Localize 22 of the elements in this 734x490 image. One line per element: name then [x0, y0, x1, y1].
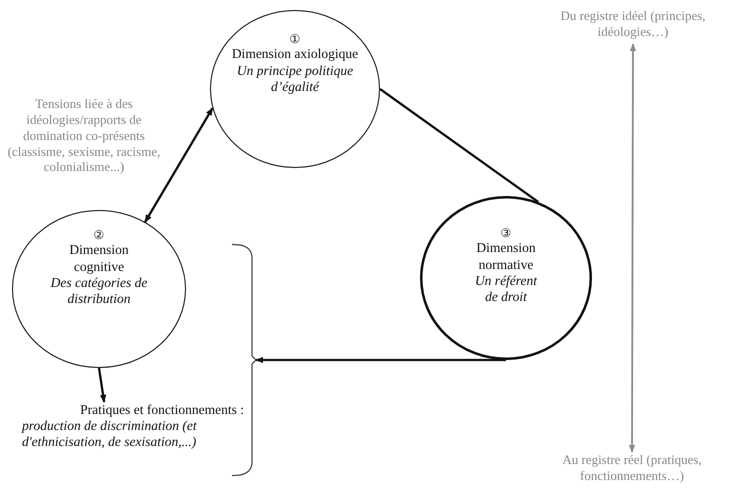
arrow — [628, 43, 636, 453]
arrow — [144, 107, 214, 223]
practice-title: Pratiques et fonctionnements : — [79, 402, 244, 418]
arrow — [98, 368, 106, 403]
dimension-title: Dimension cognitive — [68, 242, 130, 275]
register-label: Du registre idéel (principes, idéologies…) — [559, 8, 707, 40]
dimension-description: Un principe politique d’égalité — [236, 62, 354, 95]
register-label: Au registre réel (pratiques, fonctionnements…) — [561, 452, 703, 484]
dimension-title: Dimension normative — [475, 240, 537, 273]
arrow — [255, 356, 506, 364]
circle-number: ② — [92, 228, 106, 242]
practice-description: production de discrimination (et d'ethnicisation, de sexisation,...) — [22, 418, 198, 451]
dimension-title: Dimension axiologique — [230, 46, 360, 63]
dimension-description: Un référent de droit — [474, 272, 538, 306]
dimension-circle — [420, 196, 592, 360]
dimension-description: Des catégories de distribution — [50, 274, 148, 308]
dimension-circle — [210, 10, 380, 168]
tension-note: Tensions liée à des idéologies/rapports de domination co-présents (classisme, sexisme, racisme, colonialisme...) — [6, 96, 162, 176]
circle-number: ① — [288, 32, 302, 46]
connector-line — [379, 88, 539, 203]
dimension-circle — [12, 210, 186, 368]
circle-number: ③ — [500, 226, 512, 240]
